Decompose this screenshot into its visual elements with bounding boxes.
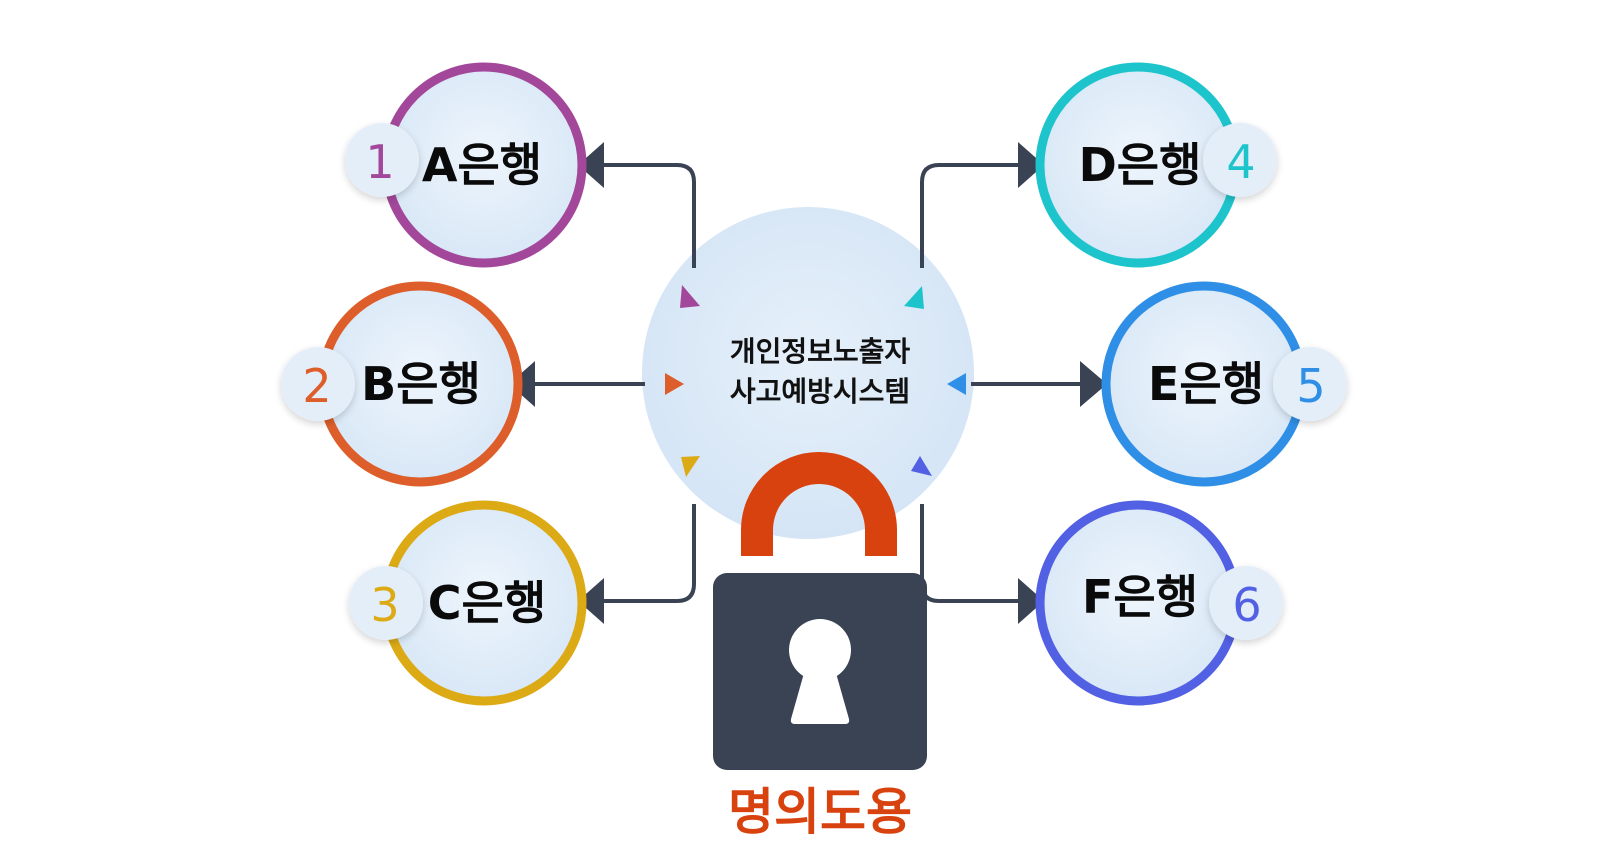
bank-number-e: 5	[1296, 359, 1325, 413]
identity-theft-label: 명의도용	[728, 783, 912, 841]
triangle-icon	[947, 373, 966, 395]
connector-d	[920, 163, 1018, 268]
number-badge-f	[1209, 566, 1283, 640]
bank-number-a: 1	[365, 135, 394, 189]
triangle-icon	[681, 456, 700, 477]
arrow-head-icon	[1018, 578, 1044, 624]
bank-label-d: D은행	[1079, 138, 1202, 192]
connector-a	[598, 163, 696, 268]
bank-node-a: 1 A은행	[345, 62, 587, 268]
bank-label-b: B은행	[361, 357, 481, 411]
triangle-icon	[680, 285, 700, 308]
bank-number-f: 6	[1232, 578, 1261, 632]
bank-node-d: 4 D은행	[1035, 62, 1277, 268]
number-badge-e	[1273, 347, 1347, 421]
arrow-heads	[509, 142, 1107, 624]
bank-label-f: F은행	[1082, 570, 1198, 624]
center-hub	[642, 207, 974, 539]
number-badge-c	[349, 566, 423, 640]
triangle-icon	[904, 286, 924, 309]
padlock-icon	[713, 452, 927, 770]
arrow-head-icon	[578, 578, 604, 624]
triangle-icon	[665, 373, 684, 395]
bank-label-c: C은행	[428, 576, 546, 630]
number-badge-b	[281, 347, 355, 421]
connector-c	[598, 504, 696, 603]
arrow-head-icon	[1018, 142, 1044, 188]
connector-f	[920, 504, 1018, 603]
triangle-icon	[911, 456, 932, 476]
padlock-shackle	[741, 452, 897, 556]
bank-node-f: 6 F은행	[1035, 500, 1283, 706]
bank-number-c: 3	[370, 578, 399, 632]
number-badge-a	[345, 123, 419, 197]
bank-label-a: A은행	[422, 138, 542, 192]
bank-node-b: 2 B은행	[281, 281, 523, 487]
center-title-line2: 사고예방시스템	[730, 375, 910, 408]
arrow-head-icon	[1080, 361, 1107, 407]
number-badge-d	[1203, 123, 1277, 197]
arrow-head-icon	[578, 142, 604, 188]
keyhole-icon	[789, 619, 851, 724]
bank-node-e: 5 E은행	[1101, 281, 1347, 487]
bank-number-d: 4	[1226, 135, 1255, 189]
bank-number-b: 2	[302, 359, 331, 413]
bank-node-c: 3 C은행	[349, 500, 587, 706]
bank-label-e: E은행	[1148, 357, 1264, 411]
center-title-line1: 개인정보노출자	[730, 335, 911, 368]
